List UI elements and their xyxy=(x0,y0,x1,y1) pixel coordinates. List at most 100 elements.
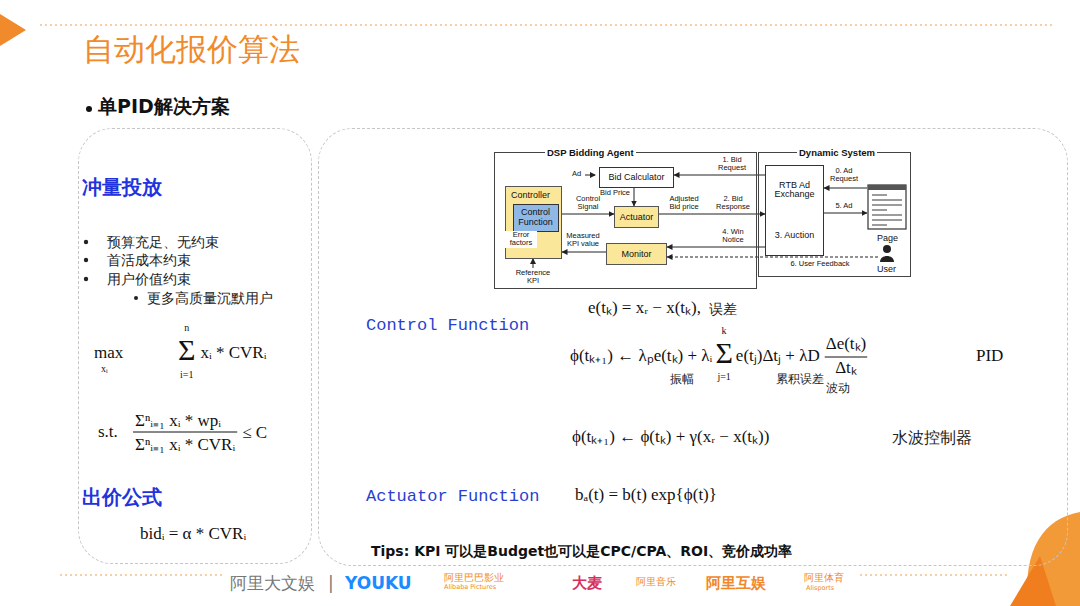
node-text: 更多高质量沉默用户 xyxy=(147,290,273,307)
label-text: Error factors xyxy=(505,231,537,248)
label-text: s.t. xyxy=(98,422,118,442)
label-text: ≤ C xyxy=(242,423,267,443)
label-text: 阿里体育 xyxy=(804,572,844,584)
page-line xyxy=(872,209,887,210)
process-box: Monitor xyxy=(606,243,667,265)
label-text: 阿里互娱 xyxy=(706,574,766,592)
ad-arrow xyxy=(585,175,595,176)
process-box: Bid Calculator xyxy=(599,167,674,188)
user-icon: User xyxy=(878,244,896,262)
node-text: User xyxy=(877,264,896,275)
label-text: Alisports xyxy=(806,585,834,593)
connector xyxy=(562,252,606,253)
label-text: Δtₖ xyxy=(835,358,857,378)
user-glyph xyxy=(878,244,896,262)
slide-title: 自动化报价算法 xyxy=(83,31,300,68)
bullet xyxy=(84,277,88,281)
label-text: ϕ(tₖ₊₁) ← ϕ(tₖ) + γ(xᵣ − x(tₖ)) xyxy=(572,427,769,447)
label-text: Adjusted Bid price xyxy=(664,195,704,212)
fraction-bar xyxy=(133,432,237,433)
label-text: Ad xyxy=(572,170,581,178)
label-text: bidᵢ = α * CVRᵢ xyxy=(140,524,246,544)
connector xyxy=(559,214,615,215)
edge-label: 4. Win Notice xyxy=(713,228,753,245)
node-text: 首活成本约束 xyxy=(107,252,191,269)
connector xyxy=(667,247,765,248)
edge-label: 0. Ad Request xyxy=(826,167,862,184)
label-text: Σⁿᵢ₌₁ xᵢ * CVRᵢ xyxy=(135,435,235,455)
label-text: e(tₖ) = xᵣ − x(tₖ), xyxy=(588,298,701,318)
header-rule xyxy=(40,24,1055,25)
label-text: 水波控制器 xyxy=(892,428,972,447)
label-text: Δe(tₖ) xyxy=(826,334,867,354)
label-text: Alibaba Pictures xyxy=(444,584,496,592)
label-text: 阿里巴巴影业 xyxy=(444,572,504,584)
connector xyxy=(674,175,765,176)
label-text: Σ xyxy=(715,336,732,369)
label-text: Σⁿᵢ₌₁ xᵢ * wpᵢ xyxy=(135,411,221,431)
node-text: 3. Auction xyxy=(775,230,815,241)
label-text: | xyxy=(328,573,334,593)
label-text: n xyxy=(184,322,189,334)
label-text: i=1 xyxy=(180,369,193,381)
label-text: xᵢ xyxy=(101,363,108,375)
connector xyxy=(659,214,765,215)
edge-label: 1. Bid Request xyxy=(712,156,752,173)
page-bar xyxy=(868,185,906,190)
connector xyxy=(824,188,867,189)
node-text: Tips: KPI 可以是Budget也可以是CPC/CPA、ROI、竞价成功率 xyxy=(371,543,792,560)
label-text: 误差 xyxy=(709,301,737,318)
node-text: Controller xyxy=(511,190,550,201)
label-text: e(tⱼ)Δtⱼ + λD xyxy=(736,346,820,366)
corner-triangle xyxy=(0,14,26,46)
label-text: xᵢ * CVRᵢ xyxy=(200,343,266,363)
edge-label: Measured KPI value xyxy=(563,232,603,249)
label-text: YOUKU xyxy=(345,573,412,593)
edge-label: Control Signal xyxy=(568,195,608,212)
reference-arrow xyxy=(533,259,534,268)
page-icon: Page xyxy=(867,184,907,230)
node-text: Page xyxy=(877,233,898,244)
node-text: RTB Ad Exchange xyxy=(770,181,820,201)
edge-label: 6. User Feedback xyxy=(778,260,862,268)
label-text: 单PID解决方案 xyxy=(98,95,230,118)
label-text: max xyxy=(94,343,123,363)
page-line xyxy=(872,214,902,215)
label-text: 波动 xyxy=(826,381,850,395)
edge-label: 2. Bid Response xyxy=(713,195,753,212)
connector xyxy=(667,257,878,258)
page-line xyxy=(872,204,902,205)
footer-rule xyxy=(860,574,1010,575)
node-text: 出价公式 xyxy=(82,485,162,509)
label-text: Σ xyxy=(178,333,195,366)
page-line xyxy=(872,219,902,220)
node-text: Control Function xyxy=(517,208,555,228)
node-text: Monitor xyxy=(621,249,651,260)
node-text: DSP Bidding Agent xyxy=(545,147,636,158)
controller-box: ControllerControl Function xyxy=(505,186,562,259)
label-text: 阿里大文娱 xyxy=(230,573,315,593)
bullet xyxy=(134,296,138,300)
node-text: Bid Calculator xyxy=(608,172,664,183)
process-box: Actuator xyxy=(614,206,659,228)
label-text: 大麦 xyxy=(572,574,602,592)
bullet xyxy=(86,106,92,112)
label-text: j=1 xyxy=(717,371,730,383)
node-text: Actuator Function xyxy=(366,487,539,507)
bullet xyxy=(84,258,88,262)
user-body xyxy=(880,256,894,262)
label-text: k xyxy=(722,325,727,337)
fraction-bar xyxy=(825,357,868,358)
process-box: Control Function xyxy=(513,204,559,232)
bullet xyxy=(84,240,88,244)
node-text: 预算充足、无约束 xyxy=(107,234,219,251)
exchange-box: RTB Ad Exchange 3. Auction xyxy=(765,165,824,256)
page-line xyxy=(872,194,887,195)
fox-shape xyxy=(1010,556,1056,606)
label-text: PID xyxy=(976,346,1003,366)
page-line xyxy=(872,199,902,200)
label-text: 振幅 xyxy=(670,372,694,386)
page-glyph xyxy=(867,184,907,230)
node-text: 用户价值约束 xyxy=(107,271,191,288)
